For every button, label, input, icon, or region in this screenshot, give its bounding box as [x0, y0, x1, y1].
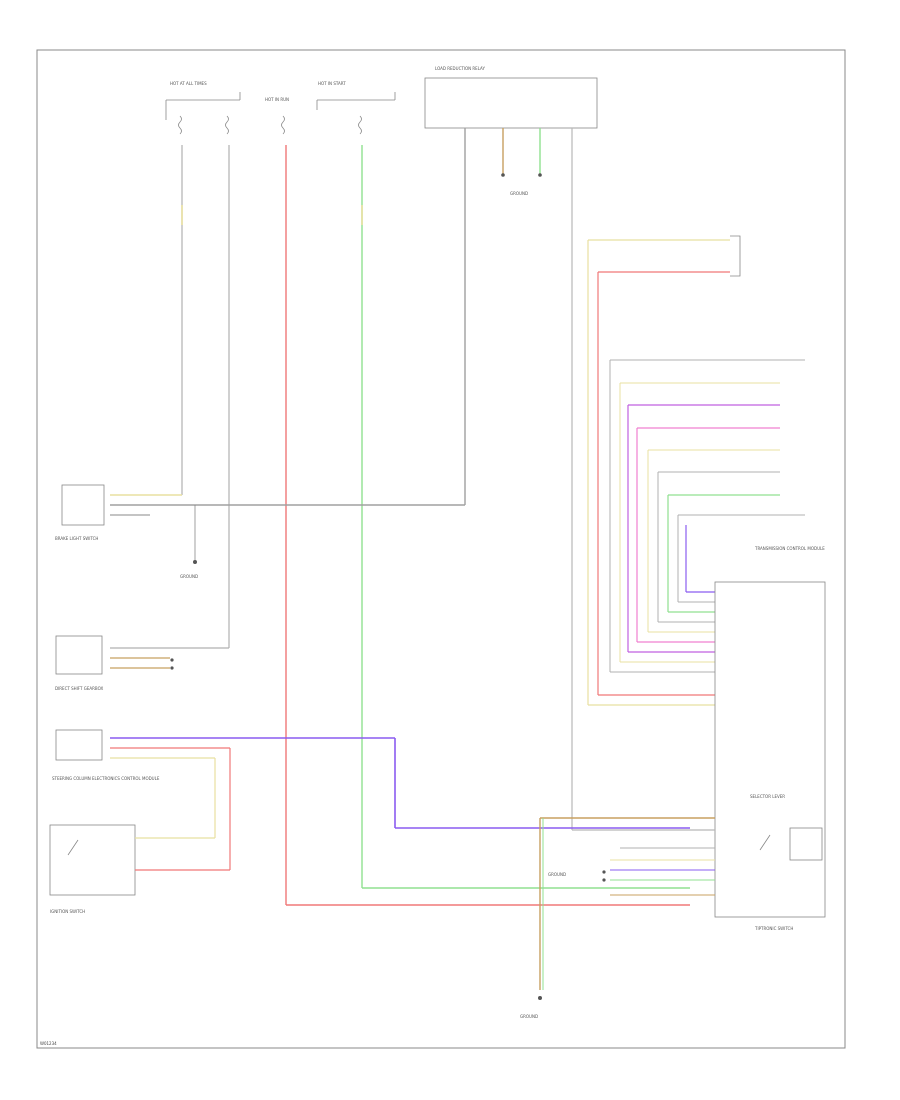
- tcm-harness: [587, 239, 805, 706]
- ground-top-label: GROUND: [510, 191, 528, 196]
- ground-left-label: GROUND: [180, 574, 198, 579]
- relay-box-label: LOAD REDUCTION RELAY: [435, 66, 485, 71]
- fuse-1-symbol: [178, 115, 182, 135]
- connector-top-right: [730, 235, 741, 277]
- fuse-label-3: HOT IN START: [318, 81, 346, 86]
- tcm-label: TRANSMISSION CONTROL MODULE: [754, 546, 825, 551]
- steering-module-box: [55, 729, 103, 761]
- diagram-code: W01234: [40, 1041, 57, 1046]
- diagram-frame: [36, 49, 846, 1049]
- tiptronic-label: TIPTRONIC SWITCH: [754, 926, 793, 931]
- fuse-4-symbol: [358, 115, 362, 135]
- brake-switch-box: [61, 484, 105, 526]
- fuse-label-1: HOT AT ALL TIMES: [170, 81, 207, 86]
- tcm-box: [714, 581, 826, 918]
- gearbox-box: [55, 635, 103, 675]
- steering-module-label: STEERING COLUMN ELECTRONICS CONTROL MODU…: [52, 776, 160, 781]
- fuse-label-2: HOT IN RUN: [265, 97, 289, 102]
- selector-switch-box: [789, 827, 823, 861]
- brake-switch-label: BRAKE LIGHT SWITCH: [55, 536, 98, 541]
- relay-box: [424, 77, 598, 129]
- ignition-switch-label: IGNITION SWITCH: [50, 909, 85, 914]
- fuse-3-symbol: [281, 115, 285, 135]
- ground-bottom-label: GROUND: [520, 1014, 538, 1019]
- ground-mid-label: GROUND: [548, 872, 566, 877]
- ignition-switch-box: [49, 824, 136, 896]
- gearbox-label: DIRECT SHIFT GEARBOX: [55, 686, 103, 691]
- selector-label: SELECTOR LEVER: [750, 794, 785, 799]
- fuse-block: HOT AT ALL TIMES HOT IN RUN HOT IN START: [165, 81, 396, 135]
- fuse-2-symbol: [225, 115, 229, 135]
